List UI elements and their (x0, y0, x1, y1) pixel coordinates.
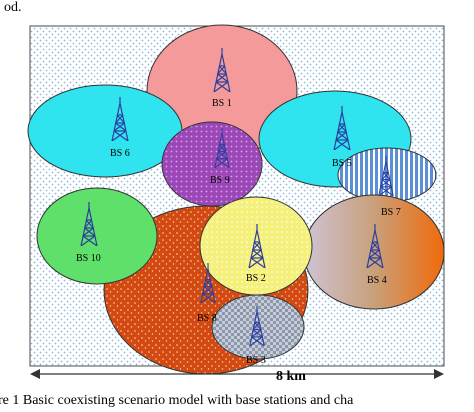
label-bs1: BS 1 (212, 98, 232, 109)
label-bs3: BS 3 (246, 355, 266, 366)
label-bs10: BS 10 (76, 253, 101, 264)
coverage-bs6 (27, 84, 183, 178)
label-bs9: BS 9 (210, 175, 230, 186)
coverage-bs10 (36, 187, 158, 285)
label-bs2: BS 2 (246, 273, 266, 284)
distance-label: 8 km (276, 369, 306, 384)
distance-arrow (30, 369, 444, 379)
figure-caption: re 1 Basic coexisting scenario model wit… (0, 393, 354, 408)
coverage-bs9 (161, 121, 263, 207)
label-bs5: BS 5 (332, 158, 352, 169)
label-bs4: BS 4 (367, 275, 387, 286)
label-bs6: BS 6 (110, 148, 130, 159)
label-bs8: BS 8 (197, 313, 217, 324)
header-text: od. (4, 0, 22, 15)
label-bs7: BS 7 (381, 207, 401, 218)
